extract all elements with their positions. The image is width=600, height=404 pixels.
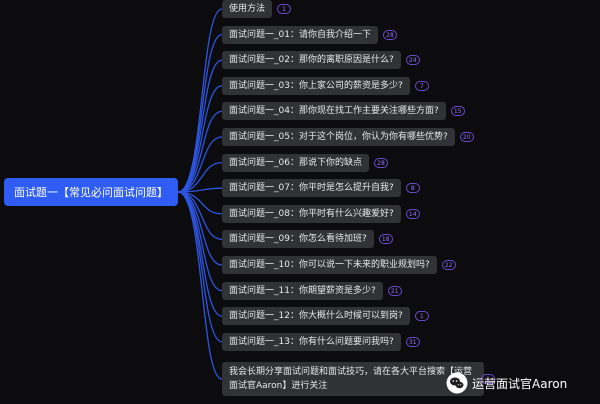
child-node-label: 面试问题一_12：你大概什么时候可以到岗? [222, 307, 410, 326]
note-badge: 1 [481, 374, 495, 384]
note-node[interactable]: 我会长期分享面试问题和面试技巧，请在各大平台搜索【运营面试官Aaron】进行关注 [222, 362, 484, 396]
child-node-label: 面试问题一_06：那说下你的缺点 [222, 153, 369, 172]
child-node[interactable]: 面试问题一_08：你平时有什么兴趣爱好? 14 [222, 204, 420, 223]
connector-line [177, 191, 223, 343]
child-node-label: 面试问题一_04：那你现在找工作主要关注哪些方面? [222, 102, 446, 121]
child-node-badge: 20 [459, 132, 474, 142]
connector-line [177, 191, 223, 380]
child-node-label: 面试问题一_07：你平时是怎么提升自我? [222, 179, 401, 198]
child-node[interactable]: 面试问题一_10：你可以说一下未来的职业规划吗? 22 [222, 256, 456, 274]
child-node-label: 面试问题一_02：那你的离职原因是什么? [222, 51, 401, 70]
child-node-badge: 21 [387, 285, 402, 296]
child-node-badge: 8 [405, 183, 420, 194]
child-node[interactable]: 面试问题一_09：你怎么看待加班? 18 [222, 230, 393, 249]
child-node-badge: 7 [414, 80, 429, 91]
child-node[interactable]: 面试问题一_05：对于这个岗位，你认为你有哪些优势? 20 [222, 128, 474, 146]
note-text: 我会长期分享面试问题和面试技巧，请在各大平台搜索【运营面试官Aaron】进行关注 [229, 367, 473, 391]
child-node-label: 面试问题一_11：你期望薪资是多少? [222, 281, 383, 300]
connector-line [177, 59, 223, 193]
child-node-badge: 14 [405, 208, 420, 219]
watermark: 运营面试官Aaron [446, 371, 567, 395]
child-node[interactable]: 面试问题一_02：那你的离职原因是什么? 24 [222, 51, 420, 70]
watermark-text: 运营面试官Aaron [472, 376, 568, 391]
child-node-badge: 31 [405, 336, 420, 347]
child-node-label: 面试问题一_08：你平时有什么兴趣爱好? [222, 204, 401, 223]
child-node[interactable]: 面试问题一_11：你期望薪资是多少? 21 [222, 281, 402, 300]
root-node[interactable]: 面试题一【常见必问面试问题】 [4, 178, 178, 206]
child-node-badge: 15 [450, 106, 465, 117]
child-node-badge: 28 [382, 29, 397, 40]
child-node-label: 面试问题一_13：你有什么问题要问我吗? [222, 332, 401, 351]
child-node[interactable]: 使用方法 1 [222, 0, 292, 18]
root-label: 面试题一【常见必问面试问题】 [14, 186, 168, 199]
child-node-label: 面试问题一_03：你上家公司的薪资是多少? [222, 76, 410, 95]
connector-line [177, 161, 223, 193]
child-node[interactable]: 面试问题一_07：你平时是怎么提升自我? 8 [222, 179, 420, 198]
wechat-icon [446, 372, 468, 394]
child-node-badge: 22 [441, 260, 456, 270]
child-node[interactable]: 面试问题一_13：你有什么问题要问我吗? 31 [222, 332, 420, 351]
connector-line [177, 8, 223, 193]
child-node[interactable]: 面试问题一_06：那说下你的缺点 28 [222, 153, 388, 172]
child-node-label: 使用方法 [222, 0, 273, 18]
child-node-label: 面试问题一_05：对于这个岗位，你认为你有哪些优势? [222, 128, 455, 146]
child-node-badge: 18 [378, 234, 393, 245]
child-node-badge: 1 [414, 311, 429, 322]
child-node-label: 面试问题一_10：你可以说一下未来的职业规划吗? [222, 256, 437, 274]
child-node-badge: 28 [373, 157, 388, 168]
child-node[interactable]: 面试问题一_04：那你现在找工作主要关注哪些方面? 15 [222, 102, 465, 121]
child-node-label: 面试问题一_09：你怎么看待加班? [222, 230, 374, 249]
child-node-badge: 24 [405, 55, 420, 66]
connector-line [177, 85, 223, 193]
child-node[interactable]: 面试问题一_01：请你自我介绍一下 28 [222, 25, 397, 44]
connector-line [177, 33, 223, 193]
child-node-badge: 1 [277, 4, 292, 14]
child-node[interactable]: 面试问题一_12：你大概什么时候可以到岗? 1 [222, 307, 429, 326]
child-node-label: 面试问题一_01：请你自我介绍一下 [222, 25, 378, 44]
connector-line [177, 136, 223, 193]
connector-line [177, 110, 223, 193]
child-node[interactable]: 面试问题一_03：你上家公司的薪资是多少? 7 [222, 76, 429, 95]
